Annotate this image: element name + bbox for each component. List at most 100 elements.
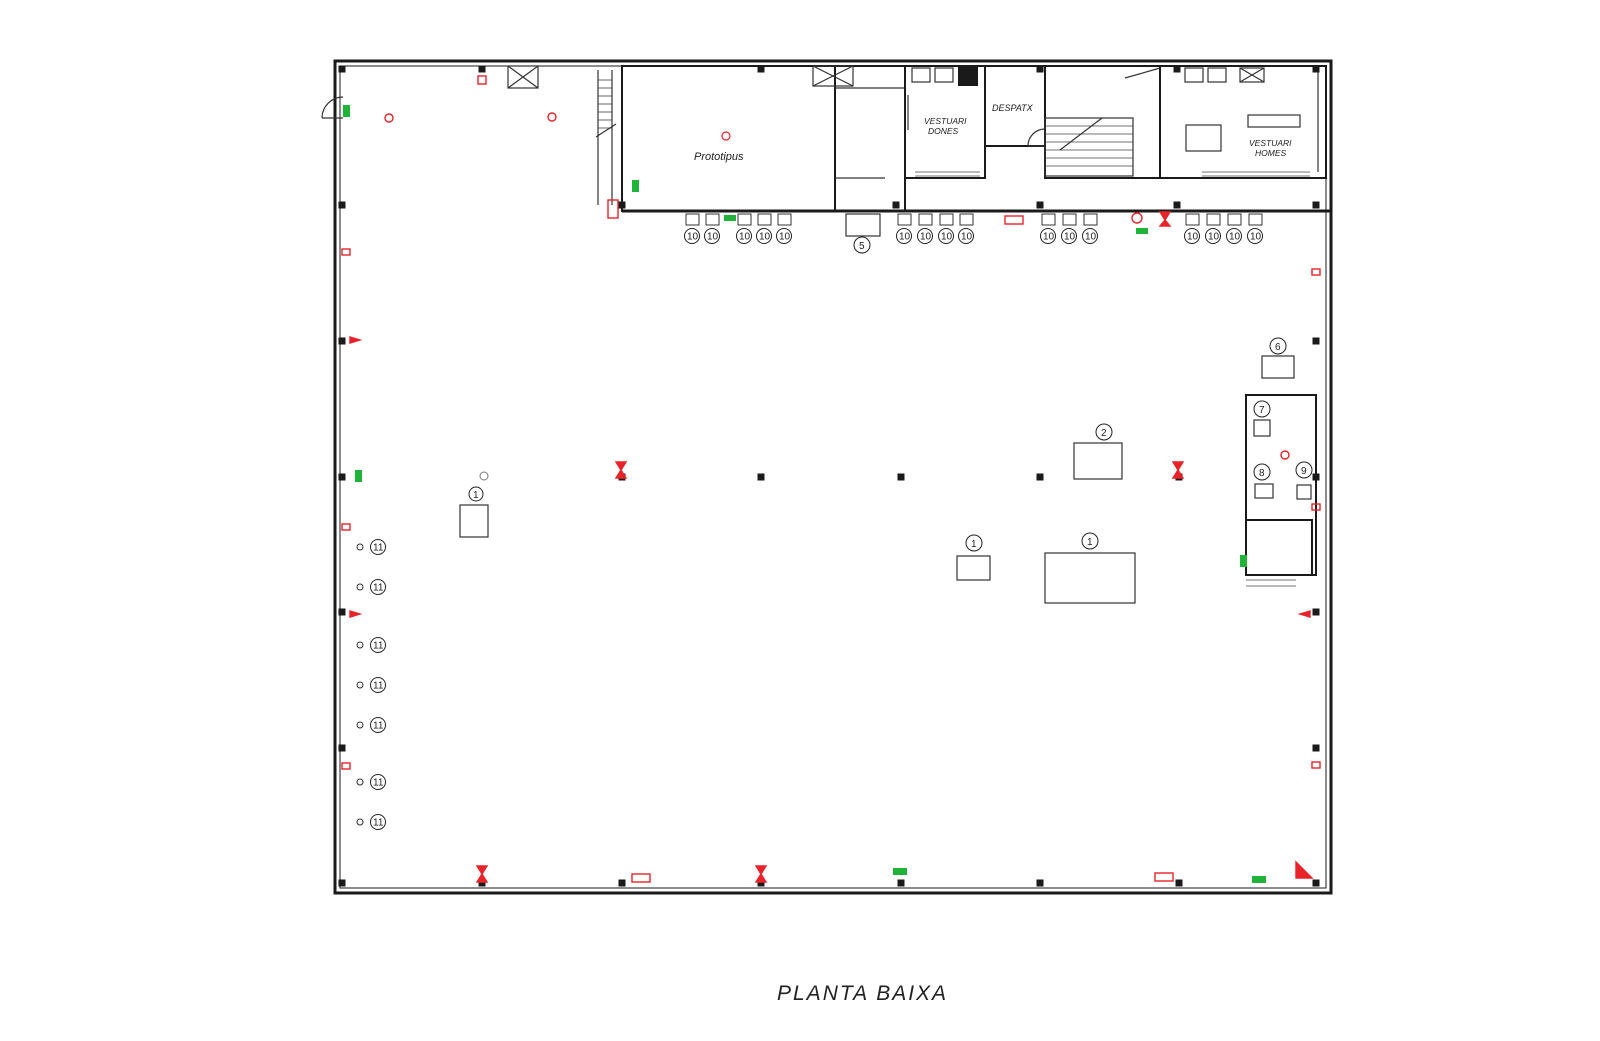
machine-tag-1-right: 1 xyxy=(1087,537,1093,548)
fire-equipment xyxy=(341,75,1321,883)
machine-10-box xyxy=(1062,213,1077,226)
machine-10-box xyxy=(1041,213,1056,226)
machine-6: 6 xyxy=(1261,337,1295,379)
machine-11-tag-circle xyxy=(370,539,386,555)
machine-10-tag-label: 10 xyxy=(961,232,973,243)
machine-tag-9: 9 xyxy=(1301,466,1307,477)
stairs xyxy=(1044,65,1161,179)
room-label-vestuari-dones-1: VESTUARI xyxy=(924,116,967,126)
machine-tag-2: 2 xyxy=(1101,428,1107,439)
machine-10-tag-circle xyxy=(958,228,974,244)
machine-11-tag-circle xyxy=(370,677,386,693)
machine-10-tag-label: 10 xyxy=(1085,232,1097,243)
machine-11-tag-circle xyxy=(370,717,386,733)
machine-10-box xyxy=(1206,213,1221,226)
room-label-despatx: DESPATX xyxy=(992,103,1034,113)
machine-11-dot xyxy=(356,721,364,729)
machine-10-tag-circle xyxy=(1205,228,1221,244)
machine-10-tag-label: 10 xyxy=(759,232,771,243)
machine-10-tag-circle xyxy=(896,228,912,244)
machine-10-tag-circle xyxy=(756,228,772,244)
machine-10-box xyxy=(1185,213,1200,226)
machine-11-tag-label: 11 xyxy=(373,778,384,789)
column-row-bottom xyxy=(338,879,1320,887)
machine-10-box xyxy=(1227,213,1242,226)
room-label-prototipus: Prototipus xyxy=(694,151,744,163)
plan-caption: PLANTA BAIXA xyxy=(777,982,948,1005)
machine-1-center: 1 xyxy=(956,534,991,581)
machine-10-tag-circle xyxy=(917,228,933,244)
machine-10-tag-circle xyxy=(776,228,792,244)
machine-11-dot xyxy=(356,681,364,689)
machine-8: 8 xyxy=(1253,463,1274,499)
despatx-room: DESPATX xyxy=(984,65,1046,147)
machine-11-tag-label: 11 xyxy=(373,543,384,554)
machine-10-tag-label: 10 xyxy=(779,232,791,243)
machine-10-box xyxy=(918,213,933,226)
room-label-vestuari-homes-2: HOMES xyxy=(1255,148,1287,158)
machine-10-tag-circle xyxy=(1226,228,1242,244)
machine-10-tag-label: 10 xyxy=(1250,232,1262,243)
machine-10-tag-label: 10 xyxy=(941,232,953,243)
machine-11-dot xyxy=(356,818,364,826)
column-row-3 xyxy=(338,337,1320,345)
machine-tag-1-center: 1 xyxy=(971,539,977,550)
machine-tag-1-left: 1 xyxy=(473,490,479,501)
machine-11-dot xyxy=(356,641,364,649)
column-row-6 xyxy=(338,744,1320,752)
machine-tag-8: 8 xyxy=(1259,468,1265,479)
room-label-vestuari-dones-2: DONES xyxy=(928,126,959,136)
machine-11-dot xyxy=(356,543,364,551)
machine-11-tag-label: 11 xyxy=(373,818,384,829)
machine-11-dot xyxy=(356,778,364,786)
machine-tag-5: 5 xyxy=(859,241,865,252)
machine-10-box xyxy=(757,213,772,226)
machine-11-tag-label: 11 xyxy=(373,583,384,594)
machine-tag-7: 7 xyxy=(1259,405,1265,416)
vestuari-dones-room: VESTUARI DONES xyxy=(904,65,986,179)
machine-10-tag-label: 10 xyxy=(1229,232,1241,243)
machine-2: 2 xyxy=(1073,423,1123,480)
machine-10-tag-label: 10 xyxy=(1064,232,1076,243)
column-row-top xyxy=(338,65,1320,73)
machine-10-box xyxy=(959,213,974,226)
room-label-vestuari-homes-1: VESTUARI xyxy=(1249,138,1292,148)
machine-tag-6: 6 xyxy=(1275,342,1281,353)
right-room xyxy=(1245,394,1317,587)
machine-11-dot xyxy=(356,583,364,591)
machine-10-tag-label: 10 xyxy=(707,232,719,243)
machine-10-box xyxy=(737,213,752,226)
machine-10-tag-label: 10 xyxy=(920,232,932,243)
machine-11-tag-label: 11 xyxy=(373,721,384,732)
machine-11-tag-circle xyxy=(370,637,386,653)
machine-5: 5 xyxy=(845,213,881,254)
left-entrance-door xyxy=(321,96,344,119)
machine-11-tag-label: 11 xyxy=(373,681,384,692)
machine-10-tag-circle xyxy=(704,228,720,244)
machine-10-box xyxy=(897,213,912,226)
machine-1-left: 1 xyxy=(459,471,489,538)
vestuari-homes-room: VESTUARI HOMES xyxy=(1159,65,1327,179)
machine-10-box xyxy=(1083,213,1098,226)
machine-9: 9 xyxy=(1295,461,1313,500)
machine-10-tag-label: 10 xyxy=(1187,232,1199,243)
machine-10-tag-circle xyxy=(1082,228,1098,244)
machine-10-tag-circle xyxy=(1061,228,1077,244)
central-rooms xyxy=(507,65,906,212)
column-row-5 xyxy=(338,608,1320,616)
machine-10-tag-label: 10 xyxy=(739,232,751,243)
machine-1-right: 1 xyxy=(1044,532,1136,604)
machine-10-box xyxy=(939,213,954,226)
machine-10-tag-circle xyxy=(1247,228,1263,244)
machine-10-tag-label: 10 xyxy=(687,232,699,243)
machine-10-tag-label: 10 xyxy=(1043,232,1055,243)
machine-10-tag-circle xyxy=(1184,228,1200,244)
machine-10-box xyxy=(777,213,792,226)
machine-7: 7 xyxy=(1253,400,1271,437)
machine-10-tag-circle xyxy=(1040,228,1056,244)
machine-10-box xyxy=(1248,213,1263,226)
emergency-lights xyxy=(343,105,1266,883)
machine-11-tag-circle xyxy=(370,774,386,790)
machine-10-tag-label: 10 xyxy=(1208,232,1220,243)
